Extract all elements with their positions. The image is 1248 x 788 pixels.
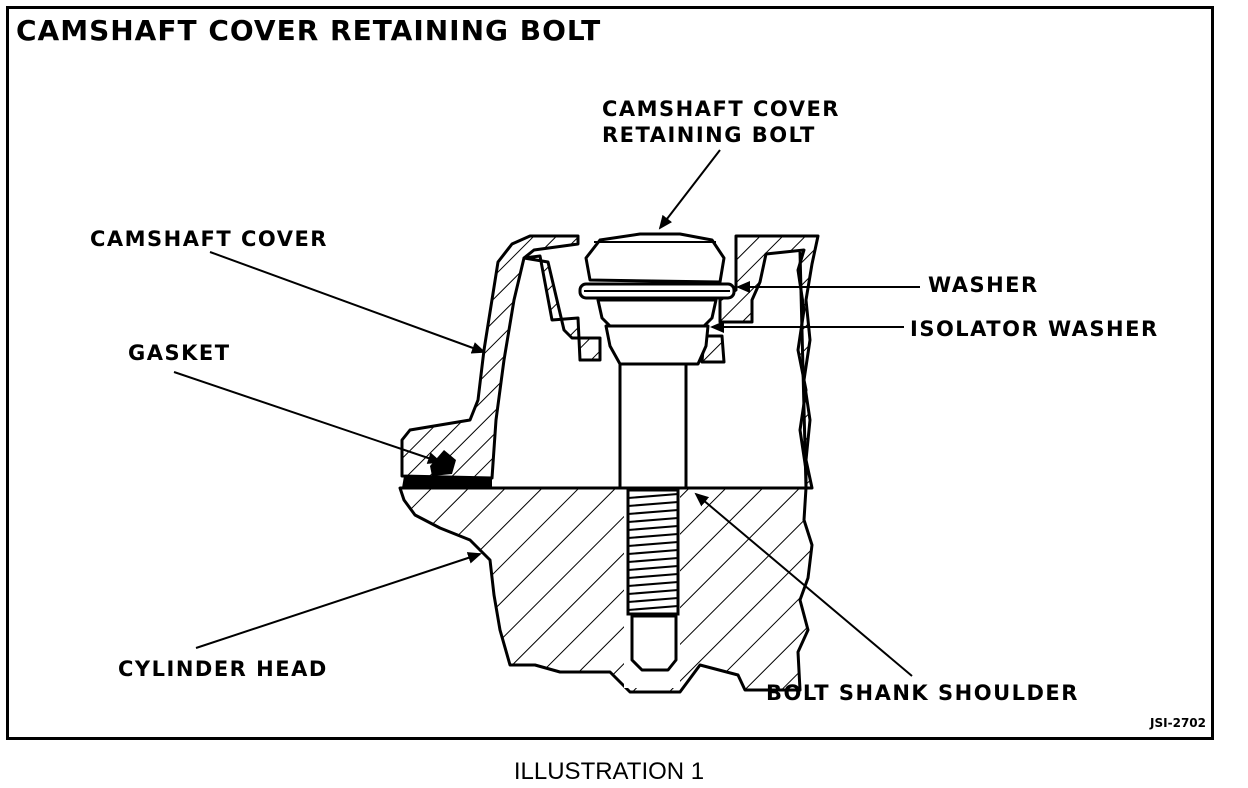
illustration-caption: ILLUSTRATION 1 [513, 758, 705, 785]
thread-lines [627, 493, 679, 611]
camshaft-cover-right [718, 234, 820, 490]
label-camshaft-cover: CAMSHAFT COVER [90, 227, 328, 251]
bolt-collar [604, 324, 710, 366]
label-cylinder-head: CYLINDER HEAD [118, 657, 328, 681]
label-isolator-washer: ISOLATOR WASHER [910, 317, 1159, 341]
diagram-frame [6, 6, 1214, 740]
leader-bolt [658, 149, 721, 230]
leader-bolt-shank-shoulder [694, 492, 913, 677]
label-bolt-line2: RETAINING BOLT [602, 123, 816, 148]
label-washer: WASHER [928, 273, 1039, 297]
camshaft-cover-section [400, 234, 580, 480]
cover-inner-rib [522, 254, 602, 362]
cover-right-edge [798, 251, 808, 489]
label-bolt: CAMSHAFT COVER RETAINING BOLT [602, 96, 840, 149]
diagram-title: CAMSHAFT COVER RETAINING BOLT [16, 14, 602, 47]
label-bolt-shank-shoulder: BOLT SHANK SHOULDER [766, 681, 1079, 705]
label-gasket: GASKET [128, 341, 231, 365]
bolt-head [584, 232, 726, 284]
figure-code: JSI-2702 [1150, 716, 1206, 730]
leader-cylinder-head [195, 552, 482, 649]
gasket-strip [402, 476, 492, 488]
bolt-tip [630, 614, 678, 672]
bolt-shank [618, 362, 688, 490]
isolator-washer-part [596, 298, 718, 328]
gasket-bead [430, 450, 456, 476]
leader-camshaft-cover [209, 251, 486, 354]
cylinder-head-section [398, 486, 814, 694]
leader-gasket [173, 371, 442, 464]
label-bolt-line1: CAMSHAFT COVER [602, 97, 840, 121]
